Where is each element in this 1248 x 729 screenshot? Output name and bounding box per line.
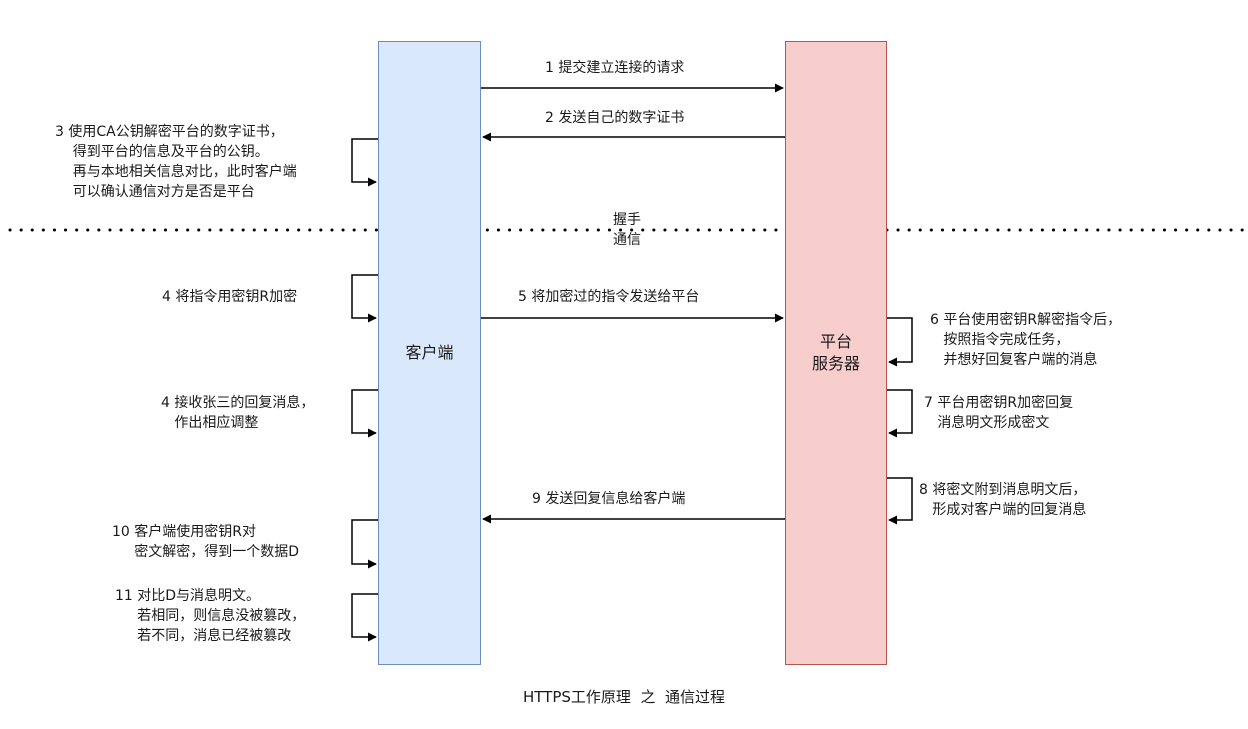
note-server-attach: 8 将密文附到消息明文后， 形成对客户端的回复消息 xyxy=(919,482,1087,518)
self-loop-encrypt-command xyxy=(351,274,378,323)
message-label-certificate: 2 发送自己的数字证书 xyxy=(545,110,685,126)
note-compare: 11 对比D与消息明文。 若相同，则信息没被篡改， 若不同，消息已经被篡改 xyxy=(115,588,306,644)
divider-label: 握手 通信 xyxy=(613,212,641,248)
note-server-decrypt: 6 平台使用密钥R解密指令后， 按照指令完成任务， 并想好回复客户端的消息 xyxy=(930,312,1122,368)
self-loop-server-encrypt xyxy=(887,389,913,438)
server-lifeline-label: 平台 服务器 xyxy=(811,332,860,373)
client-lifeline: 客户端 xyxy=(378,41,481,665)
message-label-reply: 9 发送回复信息给客户端 xyxy=(532,491,686,507)
note-receive-reply: 4 接收张三的回复消息， 作出相应调整 xyxy=(161,395,315,431)
note-server-encrypt: 7 平台用密钥R加密回复 消息明文形成密文 xyxy=(924,395,1074,431)
self-loop-verify-certificate xyxy=(351,138,378,187)
message-label-request: 1 提交建立连接的请求 xyxy=(545,60,685,76)
self-loop-server-decrypt xyxy=(887,317,913,367)
client-lifeline-label: 客户端 xyxy=(405,343,454,362)
note-verify-certificate: 3 使用CA公钥解密平台的数字证书， 得到平台的信息及平台的公钥。 再与本地相关… xyxy=(55,124,297,200)
self-loop-server-attach xyxy=(887,477,913,525)
self-loop-receive-reply xyxy=(351,389,378,438)
diagram-caption: HTTPS工作原理 之 通信过程 xyxy=(523,688,725,706)
note-encrypt-command: 4 将指令用密钥R加密 xyxy=(162,289,298,305)
message-label-encrypted-command: 5 将加密过的指令发送给平台 xyxy=(518,289,700,305)
self-loop-decrypt xyxy=(351,519,378,569)
note-decrypt: 10 客户端使用密钥R对 密文解密，得到一个数据D xyxy=(112,524,300,560)
self-loop-compare xyxy=(351,593,378,642)
server-lifeline: 平台 服务器 xyxy=(785,41,887,665)
